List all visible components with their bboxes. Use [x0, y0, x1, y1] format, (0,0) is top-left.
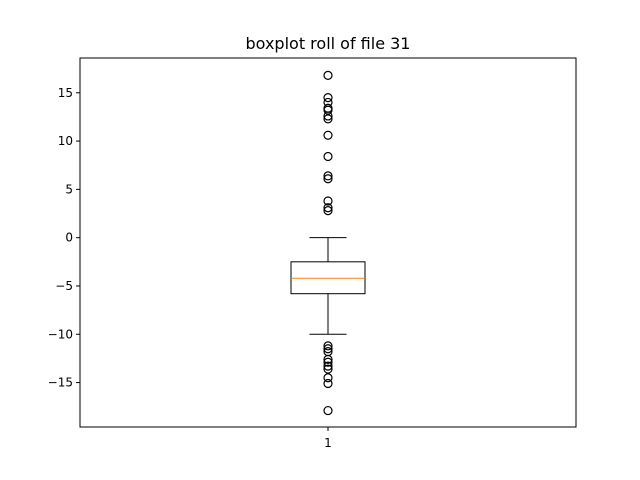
outlier-point [323, 341, 333, 351]
y-axis: −15 −10 −5 0 5 10 15 [48, 86, 80, 390]
x-tick-label: 1 [324, 436, 332, 450]
outlier-point [323, 130, 333, 140]
y-tick-label: −5 [55, 279, 73, 293]
y-tick-label: 10 [58, 134, 73, 148]
outlier-point [323, 196, 333, 206]
outlier-point [323, 357, 333, 367]
y-tick-label: 5 [65, 182, 73, 196]
outlier-point [323, 111, 333, 121]
outlier-point [323, 405, 333, 416]
outlier-point [323, 364, 333, 374]
outlier-point [323, 151, 333, 162]
outlier-point [323, 93, 333, 103]
y-tick-label: 0 [65, 231, 73, 245]
outlier-point [323, 171, 333, 181]
outlier-point [323, 361, 333, 371]
outlier-point [323, 206, 333, 216]
y-tick-label: 15 [58, 86, 73, 100]
outlier-point [323, 344, 333, 354]
outlier-point [323, 70, 333, 80]
x-axis: 1 [324, 427, 332, 450]
outlier-point [323, 354, 333, 364]
outlier-point [323, 114, 333, 124]
outlier-point [323, 203, 333, 213]
y-tick-label: −15 [48, 376, 73, 390]
outlier-point [323, 373, 333, 383]
outlier-point [323, 105, 333, 115]
box-group [290, 70, 366, 416]
chart-title: boxplot roll of file 31 [246, 34, 411, 53]
outlier-point [323, 174, 333, 184]
outlier-point [323, 378, 333, 389]
y-tick-label: −10 [48, 327, 73, 341]
